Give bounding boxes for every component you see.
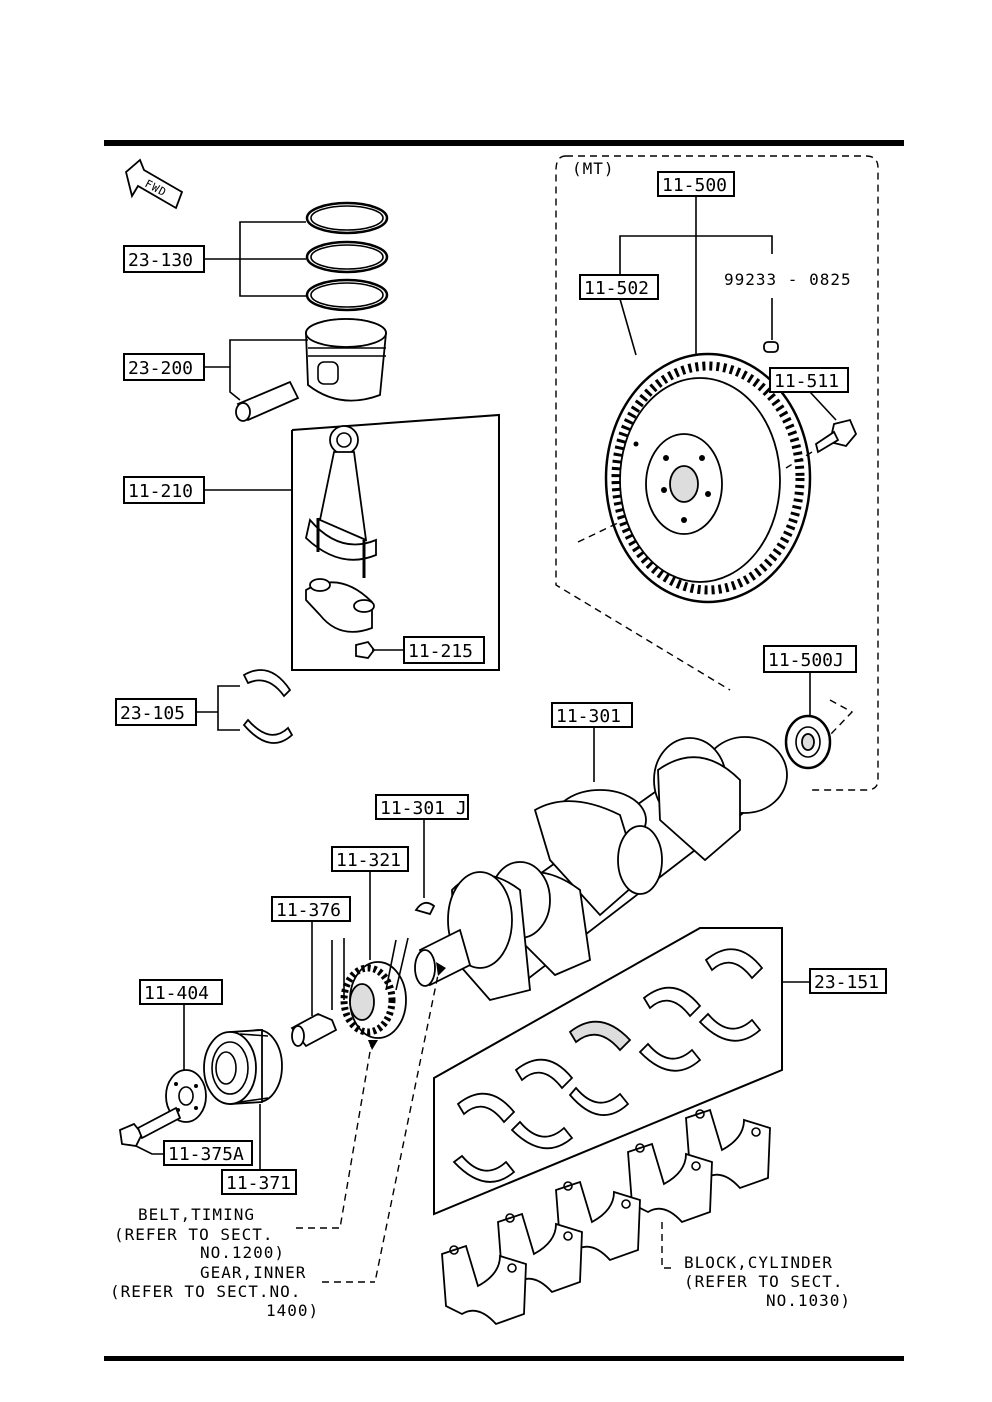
note-gear-inner: GEAR,INNER (REFER TO SECT.NO. 1400): [110, 1263, 319, 1320]
main-bearing-caps: [441, 1108, 771, 1326]
piston-rings: [305, 201, 389, 312]
callout-23-200: 23-200: [128, 358, 193, 379]
callout-11-375a: 11-375A: [168, 1144, 244, 1165]
main-bearing-shells: [452, 948, 764, 1183]
top-rule: [104, 140, 904, 146]
note-gear-line1: GEAR,INNER: [200, 1263, 306, 1282]
crank-key: [414, 901, 436, 916]
callout-box-11-500: [657, 171, 735, 197]
callout-box-11-511: [769, 367, 849, 393]
flywheel: [604, 352, 812, 604]
timing-gear: [331, 937, 409, 1039]
flywheel-bolt: [814, 418, 858, 454]
note-block-line2: (REFER TO SECT.: [684, 1272, 844, 1291]
note-block-line1: BLOCK,CYLINDER: [684, 1253, 833, 1272]
callout-box-23-105: [115, 698, 197, 726]
callout-box-23-151: [809, 968, 887, 994]
note-belt-line2: (REFER TO SECT.: [114, 1225, 274, 1244]
dowel-pin: [763, 341, 779, 353]
pilot-bearing: [784, 714, 832, 770]
note-gear-line2: (REFER TO SECT.NO.: [110, 1282, 301, 1301]
connecting-rod: [305, 425, 377, 659]
callout-99233-0825: 99233 - 0825: [724, 270, 852, 289]
callout-box-11-210: [123, 476, 205, 504]
callout-box-11-375a: [163, 1140, 253, 1166]
callout-box-11-301j: [375, 794, 469, 820]
fwd-arrow-icon: FWD: [124, 158, 184, 210]
callout-box-23-130: [123, 245, 205, 273]
callout-11-511: 11-511: [774, 371, 839, 392]
callout-11-301j: 11-301 J: [380, 798, 467, 819]
pulley-bolt: [119, 1106, 182, 1147]
note-block-line3: NO.1030): [766, 1291, 851, 1310]
callout-11-210: 11-210: [128, 481, 193, 502]
callout-11-371: 11-371: [226, 1173, 291, 1194]
callout-box-11-215: [403, 636, 485, 664]
callout-23-151: 23-151: [814, 972, 879, 993]
callout-box-11-502: [579, 274, 659, 300]
callout-box-11-404: [139, 979, 223, 1005]
callout-box-11-301: [551, 702, 633, 728]
callout-box-11-376: [271, 896, 351, 922]
callout-box-11-371: [221, 1169, 297, 1195]
callout-11-321: 11-321: [336, 850, 401, 871]
note-belt-line1: BELT,TIMING: [138, 1205, 255, 1224]
note-belt-line3: NO.1200): [200, 1243, 285, 1262]
callout-11-215: 11-215: [408, 641, 473, 662]
callout-11-301: 11-301: [556, 706, 621, 727]
callout-11-500: 11-500: [662, 175, 727, 196]
note-block-cylinder: BLOCK,CYLINDER (REFER TO SECT. NO.1030): [684, 1253, 851, 1310]
callout-11-376: 11-376: [276, 900, 341, 921]
note-gear-line3: 1400): [266, 1301, 319, 1320]
mt-label: (MT): [572, 159, 615, 178]
callout-23-130: 23-130: [128, 250, 193, 271]
piston: [235, 318, 387, 422]
callout-23-105: 23-105: [120, 703, 185, 724]
crank-pulley-bolt: [290, 1013, 338, 1048]
callout-11-500j: 11-500J: [768, 650, 844, 671]
callout-11-404: 11-404: [144, 983, 209, 1004]
crankshaft: [414, 736, 788, 1002]
bottom-rule: [104, 1356, 904, 1361]
callout-11-502: 11-502: [584, 278, 649, 299]
rod-bearing-halves: [242, 669, 294, 744]
callout-box-23-200: [123, 353, 205, 381]
note-belt-timing: BELT,TIMING (REFER TO SECT. NO.1200): [114, 1205, 285, 1262]
crankshaft-pulley: [203, 1029, 283, 1105]
